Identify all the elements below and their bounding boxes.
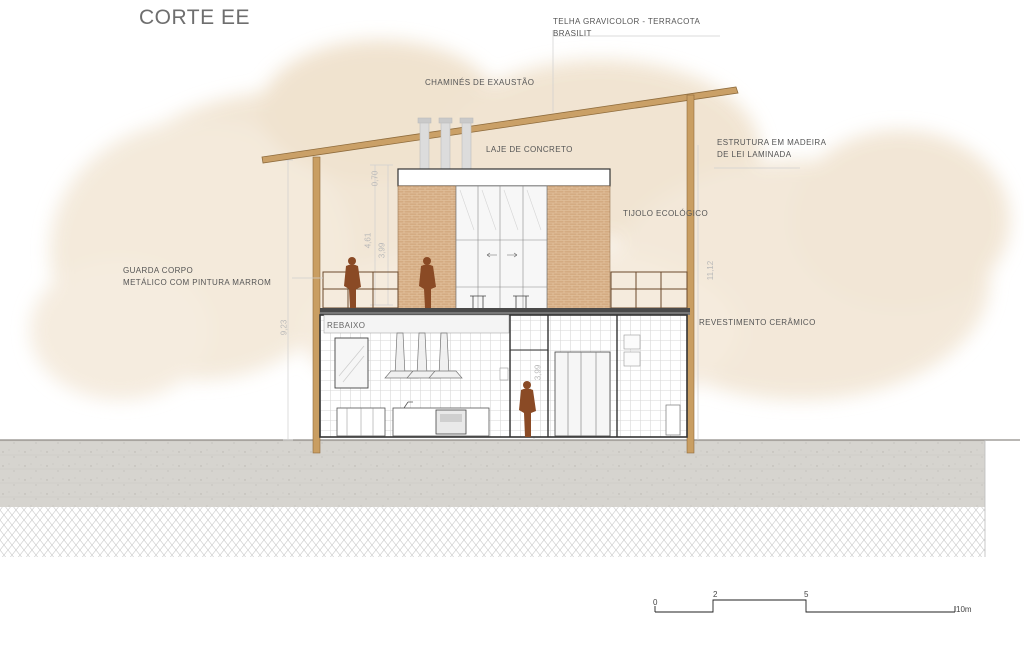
roof-tile-label: TELHA GRAVICOLOR - TERRACOTA	[553, 17, 701, 26]
dimension-1112: 11,12	[706, 260, 716, 281]
roof	[261, 86, 739, 164]
scale-tick-10m: 10m	[956, 605, 972, 614]
lower-volume	[319, 314, 688, 438]
scale-tick-2: 2	[713, 590, 718, 599]
chimneys-label: CHAMINÉS DE EXAUSTÃO	[425, 78, 535, 87]
dimension-lines	[283, 145, 699, 441]
scale-tick-0: 0	[653, 598, 658, 607]
dimension-461: 4,61	[363, 232, 373, 249]
figure-2	[419, 257, 436, 308]
scale-tick-5: 5	[804, 590, 809, 599]
structure-label-1: ESTRUTURA EM MADEIRA	[717, 138, 827, 147]
annotation-leaders	[292, 30, 800, 279]
structure-label-2: DE LEI LAMINADA	[717, 150, 792, 159]
roof-tile-brand-label: BRASILIT	[553, 29, 592, 38]
slab-label: LAJE DE CONCRETO	[486, 145, 573, 154]
ceiling-label: REBAIXO	[327, 321, 366, 330]
ground-earth	[0, 507, 985, 557]
dimension-070: 0,70	[370, 170, 380, 187]
figure-1	[344, 257, 361, 308]
dimension-923: 9,23	[279, 319, 289, 336]
dimension-399-lower: 3,99	[533, 364, 543, 381]
scale-bar	[654, 599, 956, 613]
chimneys	[417, 117, 474, 170]
human-figures	[344, 257, 536, 437]
cladding-label: REVESTIMENTO CERÂMICO	[699, 318, 816, 327]
figure-3	[519, 381, 536, 437]
guard-rail-label-2: METÁLICO COM PINTURA MARROM	[123, 278, 272, 287]
ground-concrete	[0, 440, 985, 507]
floor-slab	[320, 308, 690, 315]
brick-label: TIJOLO ECOLÓGICO	[623, 209, 709, 218]
guard-rail-label-1: GUARDA CORPO	[123, 266, 194, 275]
page-title: CORTE EE	[139, 6, 250, 29]
dimension-399-upper: 3,99	[377, 242, 387, 259]
